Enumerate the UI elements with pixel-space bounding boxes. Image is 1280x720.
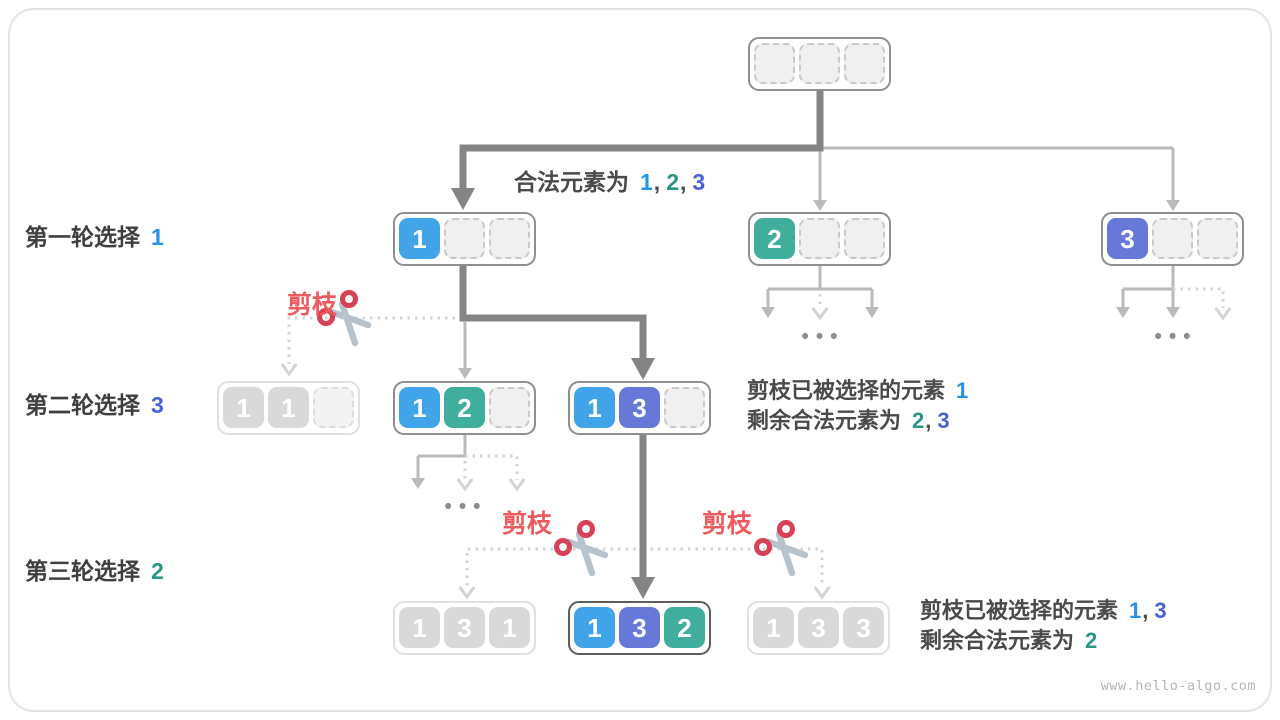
tree-node-root	[748, 37, 891, 91]
separator: ,	[1142, 598, 1149, 623]
tree-node-1-3: 1 3	[568, 381, 711, 435]
node-cell-empty	[754, 43, 795, 84]
node-cell: 1	[574, 387, 615, 428]
node-cell-empty	[1152, 218, 1193, 259]
valid-element-1: 1	[640, 169, 653, 195]
note-value: 1	[956, 378, 969, 403]
prune-label-3: 剪枝	[702, 510, 753, 538]
valid-elements-text: 合法元素为	[514, 169, 629, 195]
node-cell-empty	[489, 218, 530, 259]
tree-node-1-3-1-pruned: 1 3 1	[393, 601, 536, 655]
tree-node-1-3-3-pruned: 1 3 3	[747, 601, 890, 655]
scissors-icon	[317, 290, 372, 347]
node-cell: 3	[1107, 218, 1148, 259]
ellipsis-more-nodes: •••	[444, 495, 488, 518]
level2-note-line1: 剪枝已被选择的元素 1	[747, 376, 968, 406]
note-value: 3	[937, 407, 950, 433]
node-cell-empty	[1197, 218, 1238, 259]
node-cell: 2	[664, 607, 705, 648]
tree-node-1-2: 1 2	[393, 381, 536, 435]
round-2-text: 第二轮选择	[25, 392, 140, 418]
level3-note-line1: 剪枝已被选择的元素 1,3	[920, 596, 1167, 626]
tree-node-1: 1	[393, 212, 536, 266]
level2-note-line2: 剩余合法元素为 2,3	[747, 406, 968, 436]
node-cell: 1	[753, 607, 794, 648]
node-cell-empty	[844, 43, 885, 84]
note-value: 1	[1129, 598, 1142, 623]
node-cell-empty	[664, 387, 705, 428]
node-cell: 1	[399, 387, 440, 428]
valid-element-2: 2	[666, 169, 679, 195]
note-text: 剩余合法元素为	[747, 407, 902, 433]
node-cell: 3	[619, 387, 660, 428]
scissors-icon	[554, 520, 609, 577]
ellipsis-more-nodes: •••	[1154, 325, 1198, 348]
watermark-url: www.hello-algo.com	[1100, 678, 1256, 694]
node-cell-empty	[799, 43, 840, 84]
level3-note-line2: 剩余合法元素为 2	[920, 626, 1167, 656]
level3-prune-note: 剪枝已被选择的元素 1,3 剩余合法元素为 2	[920, 596, 1167, 656]
note-value: 2	[912, 407, 925, 433]
round-1-value: 1	[151, 224, 164, 250]
node-cell: 1	[223, 387, 264, 428]
node-cell-empty	[444, 218, 485, 259]
node-cell-empty	[799, 218, 840, 259]
node-cell-empty	[844, 218, 885, 259]
node-cell-empty	[489, 387, 530, 428]
level2-prune-note: 剪枝已被选择的元素 1 剩余合法元素为 2,3	[747, 376, 968, 436]
note-text: 剪枝已被选择的元素	[920, 598, 1119, 623]
tree-node-1-1-pruned: 1 1	[217, 381, 360, 435]
note-value: 2	[1085, 627, 1098, 653]
round-2-value: 3	[151, 392, 164, 418]
ellipsis-more-nodes: •••	[801, 325, 845, 348]
note-value: 3	[1154, 598, 1167, 623]
node-cell: 2	[444, 387, 485, 428]
node-cell: 3	[798, 607, 839, 648]
round-3-label: 第三轮选择 2	[25, 558, 164, 586]
note-text: 剪枝已被选择的元素	[747, 378, 946, 403]
node-cell: 1	[399, 218, 440, 259]
node-cell: 1	[268, 387, 309, 428]
node-cell-empty	[313, 387, 354, 428]
node-cell: 1	[489, 607, 530, 648]
node-cell: 3	[619, 607, 660, 648]
prune-label-2: 剪枝	[502, 510, 553, 538]
node-cell: 1	[399, 607, 440, 648]
note-text: 剩余合法元素为	[920, 627, 1075, 653]
round-1-label: 第一轮选择 1	[25, 224, 164, 252]
round-3-value: 2	[151, 558, 164, 584]
separator: ,	[679, 169, 687, 195]
node-cell: 3	[444, 607, 485, 648]
valid-element-3: 3	[692, 169, 706, 195]
round-1-text: 第一轮选择	[25, 224, 140, 250]
tree-node-3: 3	[1101, 212, 1244, 266]
scissors-icon	[754, 520, 809, 577]
separator: ,	[925, 407, 932, 433]
node-cell: 2	[754, 218, 795, 259]
round-3-text: 第三轮选择	[25, 558, 140, 584]
tree-node-1-3-2-result: 1 3 2	[568, 601, 711, 655]
node-cell: 3	[843, 607, 884, 648]
tree-node-2: 2	[748, 212, 891, 266]
prune-label-1: 剪枝	[287, 291, 338, 319]
round-2-label: 第二轮选择 3	[25, 392, 164, 420]
separator: ,	[653, 169, 661, 195]
node-cell: 1	[574, 607, 615, 648]
